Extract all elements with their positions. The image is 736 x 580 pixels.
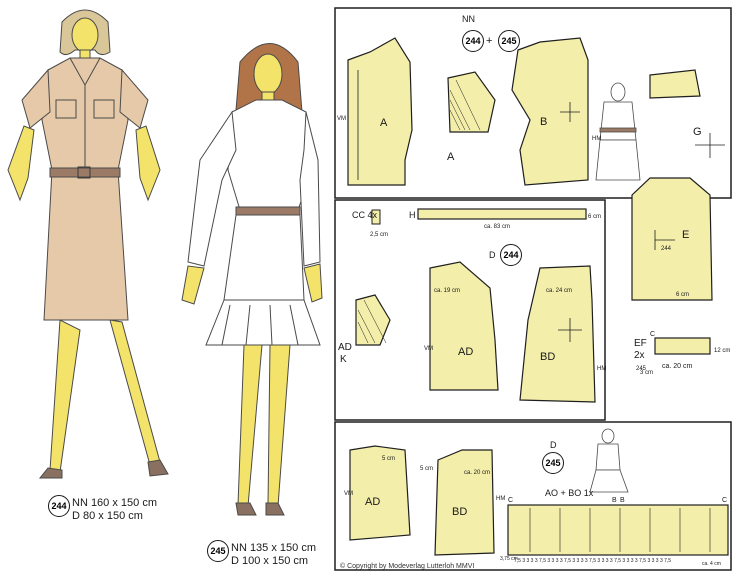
label-vm-mid: VM [424, 346, 433, 352]
label-strip-nums: 7,5 3 3 3 3 7,5 3 3 3 3 7,5 3 3 3 3 7,5 … [514, 558, 671, 564]
label-ad-19cm: ca. 19 cm [434, 288, 460, 294]
piece-h [417, 208, 587, 220]
badge-244: 244 [48, 495, 70, 517]
badge-top-244: 244 [462, 30, 484, 52]
piece-cc [371, 209, 381, 225]
label-piece-ad-bot: AD [365, 496, 380, 508]
label-ef-count: 2x [634, 350, 645, 361]
piece-e [631, 177, 713, 301]
copyright: © Copyright by Modeverlag Lutterloh MMVI [340, 563, 475, 570]
figure-245-illustration [181, 43, 323, 516]
back-view-figure [595, 82, 641, 181]
label-k: K [340, 354, 347, 365]
label-vm-bot: VM [344, 491, 353, 497]
label-ef-height: 12 cm [714, 348, 730, 354]
piece-ad [429, 261, 499, 391]
label-h-length: ca. 83 cm [484, 224, 510, 230]
label-h: H [409, 210, 416, 220]
label-ef-width: ca. 20 cm [662, 363, 693, 370]
label-ef-badge: 245 [636, 366, 647, 372]
strip-fold-lines [529, 508, 711, 552]
label-4cm: ca. 4 cm [702, 561, 721, 567]
piece-a2-hatching [449, 79, 481, 131]
label-cc: CC 4x [352, 210, 378, 220]
label-ef-c: C [650, 331, 655, 338]
badge-top-245: 245 [498, 30, 520, 52]
label-d-mid: D [489, 250, 496, 260]
label-piece-e: E [682, 229, 689, 241]
label-piece-g: G [693, 126, 702, 138]
piece-b [511, 37, 589, 186]
label-ef-3cm: 3 cm [640, 370, 653, 376]
collar-strip [649, 69, 701, 99]
label-5cm-b: 5 cm [420, 466, 433, 472]
label-bd-24cm: ca. 24 cm [546, 288, 572, 294]
label-d-bot: D [550, 440, 557, 450]
label-20cm: ca. 20 cm [464, 470, 490, 476]
piece-ef [654, 337, 711, 355]
back-view-figure-245 [589, 428, 629, 493]
caption-244-line1: NN 160 x 150 cm [72, 497, 157, 509]
label-piece-bd-bot: BD [452, 506, 467, 518]
label-piece-b: B [540, 116, 547, 128]
label-b-right: B [620, 497, 625, 504]
piece-bd-bottom [434, 449, 495, 556]
label-e-badge: 244 [661, 246, 672, 252]
label-piece-a2: A [447, 151, 455, 163]
piece-bd [519, 265, 596, 403]
label-ao-bo: AO + BO 1x [545, 488, 594, 498]
label-piece-ad-mid: AD [458, 346, 473, 358]
label-b-left: B [612, 497, 617, 504]
caption-244-line2: D 80 x 150 cm [72, 510, 143, 522]
label-5cm-a: 5 cm [382, 456, 395, 462]
label-piece-a: A [380, 117, 388, 129]
label-e-6cm: 6 cm [676, 292, 689, 298]
label-cc-width: 2,5 cm [370, 232, 388, 238]
badge-mid-244: 244 [500, 244, 522, 266]
label-hm-bot: HM [496, 496, 505, 502]
strip-ao-bo [507, 504, 729, 556]
piece-a2 [447, 71, 496, 133]
badge-245: 245 [207, 540, 229, 562]
top-plus: + [486, 35, 492, 47]
piece-ad-small [355, 294, 391, 346]
g-cross-mark [695, 133, 725, 158]
piece-a [347, 37, 413, 186]
top-header: NN [462, 14, 475, 24]
label-hm-mid: HM [597, 366, 606, 372]
label-ad-mid: AD [338, 342, 352, 353]
label-375cm: 3,75 cm [500, 556, 518, 562]
caption-245-line2: D 100 x 150 cm [231, 555, 309, 567]
label-hm-top: HM [592, 136, 601, 142]
label-c-right: C [722, 497, 727, 504]
label-h-6cm: 6 cm [588, 214, 601, 220]
piece-ad-bottom [349, 445, 411, 541]
label-piece-bd-mid: BD [540, 351, 555, 363]
piece-ad-small-hatching [357, 299, 387, 344]
label-ef: EF [634, 338, 647, 349]
panel-frames [334, 7, 732, 571]
figure-244-illustration [7, 9, 169, 479]
label-c-left: C [508, 497, 513, 504]
label-vm-top: VM [337, 116, 346, 122]
badge-bot-245: 245 [542, 452, 564, 474]
caption-245-line1: NN 135 x 150 cm [231, 542, 316, 554]
